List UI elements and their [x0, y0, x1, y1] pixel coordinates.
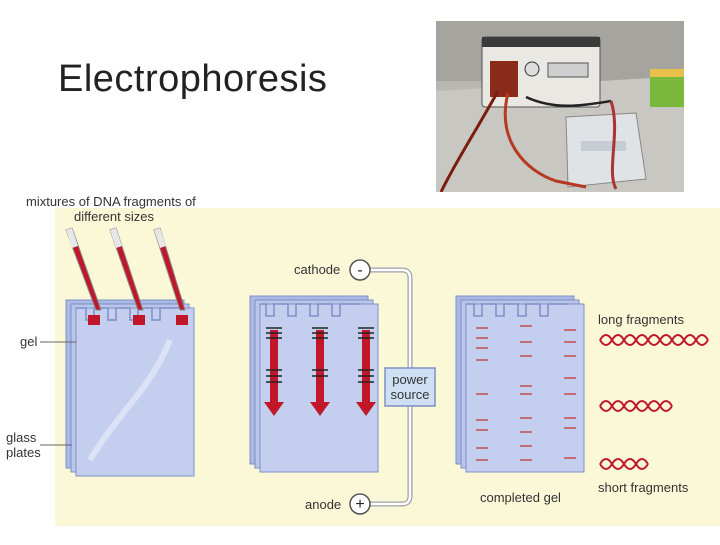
label-anode: anode [305, 497, 342, 512]
anode-terminal [349, 493, 371, 515]
slide-title: Electrophoresis [58, 58, 328, 100]
label-mixtures: mixtures of DNA fragments of different s… [26, 194, 226, 224]
circuit-wires-inner [370, 268, 412, 506]
label-mixtures-line1: mixtures of DNA fragments of [26, 194, 196, 209]
label-cathode: cathode [294, 262, 341, 277]
label-power-line1: power [392, 372, 428, 387]
cathode-sign: - [357, 262, 362, 279]
pipettes [65, 227, 186, 311]
gel-running [249, 295, 379, 473]
label-source-line2: source [390, 387, 430, 402]
electrophoresis-diagram: - + [0, 190, 720, 540]
gel-completed [455, 295, 585, 473]
power-source-box [384, 367, 436, 407]
gel-bands [476, 325, 576, 461]
anode-sign: + [355, 496, 364, 513]
label-short-fragments: short fragments [598, 480, 689, 495]
label-long-fragments: long fragments [598, 312, 684, 327]
dna-short-icon [599, 458, 649, 470]
migration-arrows [264, 327, 376, 416]
dna-medium-icon [599, 400, 673, 412]
dna-long-icon [599, 334, 709, 346]
gel-loading [65, 299, 195, 477]
label-glass-line1: glass [6, 430, 37, 445]
label-completed-gel: completed gel [480, 490, 561, 505]
cathode-terminal [349, 259, 371, 281]
label-gel: gel [20, 334, 38, 349]
label-plates-line2: plates [6, 445, 41, 460]
photo-svg [436, 21, 684, 192]
apparatus-photo [436, 21, 684, 192]
label-glass-plates: glass plates [6, 430, 41, 460]
label-mixtures-line2: different sizes [74, 209, 154, 224]
label-power-source: power source [385, 372, 435, 402]
diagram-svg: - + [40, 208, 720, 526]
